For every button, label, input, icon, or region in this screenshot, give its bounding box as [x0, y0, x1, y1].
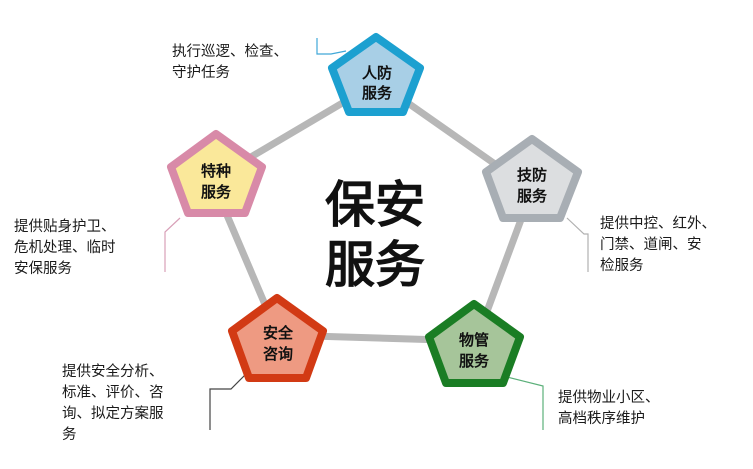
tezhong-label-2: 服务	[201, 183, 232, 201]
jifang-label-2: 服务	[517, 187, 548, 205]
anquan-pentagon	[228, 294, 327, 382]
node-wuguan-service: 物管 服务	[425, 300, 524, 387]
node-anquan-consulting: 安全 咨询	[228, 294, 327, 382]
renfang-description: 执行巡逻、检查、 守护任务	[172, 42, 288, 84]
wuguan-desc-line: 高档秩序维护	[558, 411, 645, 427]
anquan-description: 提供安全分析、 标准、评价、咨 询、拟定方案服 务	[62, 362, 164, 446]
tezhong-desc-line: 危机处理、临时	[14, 240, 116, 256]
wuguan-desc-line: 提供物业小区、	[558, 390, 660, 406]
jifang-pentagon	[482, 135, 582, 222]
wuguan-label-2: 服务	[459, 352, 490, 370]
tezhong-desc-line: 提供贴身护卫、	[14, 219, 116, 235]
anquan-desc-line: 询、拟定方案服	[62, 406, 164, 422]
anquan-desc-line: 标准、评价、咨	[62, 385, 164, 401]
jifang-desc-line: 提供中控、红外、	[600, 216, 716, 232]
node-renfang-service: 人防 服务	[328, 33, 424, 116]
wuguan-label-1: 物管	[459, 331, 489, 349]
tezhong-label-1: 特种	[201, 162, 231, 180]
anquan-desc-line: 提供安全分析、	[62, 364, 164, 380]
renfang-desc-line: 守护任务	[172, 65, 230, 81]
center-title-line-2: 服务	[325, 236, 425, 294]
callout-line-wuguan	[502, 375, 544, 430]
jifang-desc-line: 门禁、道闸、安	[600, 237, 702, 253]
renfang-label-1: 人防	[362, 64, 392, 82]
tezhong-pentagon	[167, 130, 266, 217]
wuguan-pentagon	[425, 300, 524, 387]
tezhong-description: 提供贴身护卫、 危机处理、临时 安保服务	[14, 217, 116, 280]
renfang-pentagon	[328, 33, 424, 116]
wuguan-description: 提供物业小区、 高档秩序维护	[558, 388, 660, 430]
renfang-label-2: 服务	[362, 84, 393, 102]
jifang-description: 提供中控、红外、 门禁、道闸、安 检服务	[600, 214, 716, 277]
node-tezhong-service: 特种 服务	[167, 130, 266, 217]
node-jifang-service: 技防 服务	[482, 135, 582, 222]
center-title-line-1: 保安	[325, 176, 425, 234]
callout-line-renfang	[316, 38, 347, 55]
tezhong-desc-line: 安保服务	[14, 261, 72, 277]
anquan-label-2: 咨询	[263, 345, 293, 363]
jifang-label-1: 技防	[517, 166, 547, 184]
anquan-desc-line: 务	[62, 427, 77, 443]
callout-line-anquan	[209, 369, 251, 430]
callout-line-jifang	[566, 217, 589, 272]
jifang-desc-line: 检服务	[600, 258, 644, 274]
anquan-label-1: 安全	[263, 324, 294, 342]
callout-line-tezhong	[164, 217, 181, 272]
renfang-desc-line: 执行巡逻、检查、	[172, 44, 288, 60]
